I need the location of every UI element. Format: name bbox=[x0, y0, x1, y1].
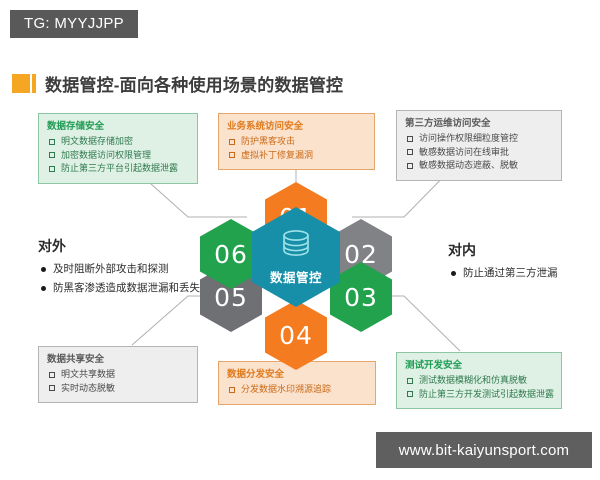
hexagon-number: 06 bbox=[214, 239, 248, 269]
list-item: 明文数据存储加密 bbox=[47, 135, 189, 149]
list-item: 访问操作权限细粒度管控 bbox=[405, 132, 553, 146]
list-item-label: 访问操作权限细粒度管控 bbox=[419, 133, 519, 143]
list-item-label: 及时阻断外部攻击和探测 bbox=[53, 263, 169, 275]
side-group-title: 对内 bbox=[448, 242, 476, 258]
checkbox-icon bbox=[49, 385, 55, 392]
info-box-title: 测试开发安全 bbox=[405, 360, 463, 371]
info-box-list: 访问操作权限细粒度管控 敏感数据访问在线审批 敏感数据动态遮蔽、脱敏 bbox=[405, 132, 553, 173]
checkbox-icon bbox=[49, 138, 55, 145]
list-item: 防黑客渗透造成数据泄漏和丢失 bbox=[38, 279, 200, 298]
list-item-label: 实时动态脱敏 bbox=[61, 382, 116, 393]
list-item: 实时动态脱敏 bbox=[47, 382, 189, 396]
tg-badge: TG: MYYJJPP bbox=[10, 10, 138, 38]
list-item-label: 敏感数据动态遮蔽、脱敏 bbox=[419, 160, 519, 170]
checkbox-icon bbox=[407, 377, 413, 384]
checkbox-icon bbox=[49, 371, 55, 378]
hexagon-number: 04 bbox=[279, 320, 313, 350]
info-box-title: 第三方运维访问安全 bbox=[405, 118, 491, 129]
info-box-share[interactable]: 数据共享安全 明文共享数据 实时动态脱敏 bbox=[38, 346, 198, 403]
info-box-title: 数据分发安全 bbox=[227, 369, 285, 380]
list-item-label: 防护黑客攻击 bbox=[241, 136, 296, 146]
side-group-internal: 对内 防止通过第三方泄漏 bbox=[448, 240, 558, 283]
list-item-label: 明文数据存储加密 bbox=[61, 136, 134, 146]
checkbox-icon bbox=[407, 149, 413, 156]
checkbox-icon bbox=[229, 386, 235, 393]
list-item-label: 敏感数据访问在线审批 bbox=[419, 146, 510, 157]
page-title-text: 数据管控-面向各种使用场景的数据管控 bbox=[45, 75, 344, 95]
checkbox-icon bbox=[49, 152, 55, 159]
side-group-external: 对外 及时阻断外部攻击和探测 防黑客渗透造成数据泄漏和丢失 bbox=[38, 236, 200, 298]
side-group-list: 及时阻断外部攻击和探测 防黑客渗透造成数据泄漏和丢失 bbox=[38, 260, 200, 298]
watermark: www.bit-kaiyunsport.com bbox=[376, 432, 592, 468]
info-box-thirdparty[interactable]: 第三方运维访问安全 访问操作权限细粒度管控 敏感数据访问在线审批 敏感数据动态遮… bbox=[396, 110, 562, 181]
info-box-list: 分发数据水印溯源追踪 bbox=[227, 383, 367, 397]
list-item: 虚拟补丁修复漏洞 bbox=[227, 149, 366, 163]
bullet-icon bbox=[451, 271, 456, 276]
list-item-label: 测试数据模糊化和仿真脱敏 bbox=[419, 375, 528, 385]
checkbox-icon bbox=[229, 152, 235, 159]
info-box-list: 明文数据存储加密 加密数据访问权限管理 防止第三方平台引起数据泄露 bbox=[47, 135, 189, 176]
hexagon-number: 03 bbox=[344, 282, 378, 312]
info-box-test[interactable]: 测试开发安全 测试数据模糊化和仿真脱敏 防止第三方开发测试引起数据泄露 bbox=[396, 352, 562, 409]
side-group-title: 对外 bbox=[38, 238, 66, 254]
title-accent-block bbox=[12, 73, 30, 93]
list-item: 防止第三方开发测试引起数据泄露 bbox=[405, 388, 555, 402]
list-item-label: 分发数据水印溯源追踪 bbox=[241, 384, 332, 394]
info-box-title: 数据存储安全 bbox=[47, 121, 105, 132]
info-box-list: 测试数据模糊化和仿真脱敏 防止第三方开发测试引起数据泄露 bbox=[405, 374, 555, 402]
title-accent-bar bbox=[32, 73, 36, 93]
list-item: 敏感数据访问在线审批 bbox=[405, 146, 553, 160]
info-box-title: 业务系统访问安全 bbox=[227, 121, 304, 132]
info-box-business[interactable]: 业务系统访问安全 防护黑客攻击 虚拟补丁修复漏洞 bbox=[218, 113, 375, 170]
hexagon-center-label: 数据管控 bbox=[269, 270, 322, 285]
info-box-list: 防护黑客攻击 虚拟补丁修复漏洞 bbox=[227, 135, 366, 162]
checkbox-icon bbox=[229, 138, 235, 145]
list-item-label: 防黑客渗透造成数据泄漏和丢失 bbox=[53, 282, 200, 294]
list-item-label: 防止通过第三方泄漏 bbox=[463, 267, 558, 279]
side-group-list: 防止通过第三方泄漏 bbox=[448, 264, 558, 283]
list-item: 敏感数据动态遮蔽、脱敏 bbox=[405, 159, 553, 173]
list-item: 加密数据访问权限管理 bbox=[47, 149, 189, 163]
list-item-label: 防止第三方开发测试引起数据泄露 bbox=[419, 388, 555, 399]
list-item: 防护黑客攻击 bbox=[227, 135, 366, 149]
checkbox-icon bbox=[49, 165, 55, 172]
page-title: 数据管控-面向各种使用场景的数据管控 bbox=[12, 70, 343, 96]
checkbox-icon bbox=[407, 162, 413, 169]
database-icon bbox=[283, 229, 309, 256]
info-box-title: 数据共享安全 bbox=[47, 354, 105, 365]
checkbox-icon bbox=[407, 135, 413, 142]
list-item-label: 加密数据访问权限管理 bbox=[61, 149, 152, 160]
info-box-storage[interactable]: 数据存储安全 明文数据存储加密 加密数据访问权限管理 防止第三方平台引起数据泄露 bbox=[38, 113, 198, 184]
info-box-list: 明文共享数据 实时动态脱敏 bbox=[47, 368, 189, 395]
list-item: 防止通过第三方泄漏 bbox=[448, 264, 558, 283]
list-item: 明文共享数据 bbox=[47, 368, 189, 382]
list-item-label: 防止第三方平台引起数据泄露 bbox=[61, 163, 179, 173]
list-item: 及时阻断外部攻击和探测 bbox=[38, 260, 200, 279]
list-item-label: 明文共享数据 bbox=[61, 369, 116, 379]
list-item: 测试数据模糊化和仿真脱敏 bbox=[405, 374, 553, 388]
list-item: 分发数据水印溯源追踪 bbox=[227, 383, 367, 397]
bullet-icon bbox=[41, 286, 46, 291]
bullet-icon bbox=[41, 267, 46, 272]
list-item: 防止第三方平台引起数据泄露 bbox=[47, 162, 189, 176]
list-item-label: 虚拟补丁修复漏洞 bbox=[241, 149, 314, 160]
checkbox-icon bbox=[407, 391, 413, 398]
